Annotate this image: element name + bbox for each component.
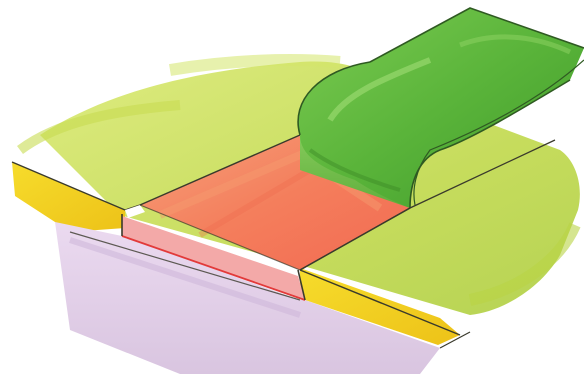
illustration-canvas: [0, 0, 584, 374]
tape-application-illustration: [0, 0, 584, 374]
